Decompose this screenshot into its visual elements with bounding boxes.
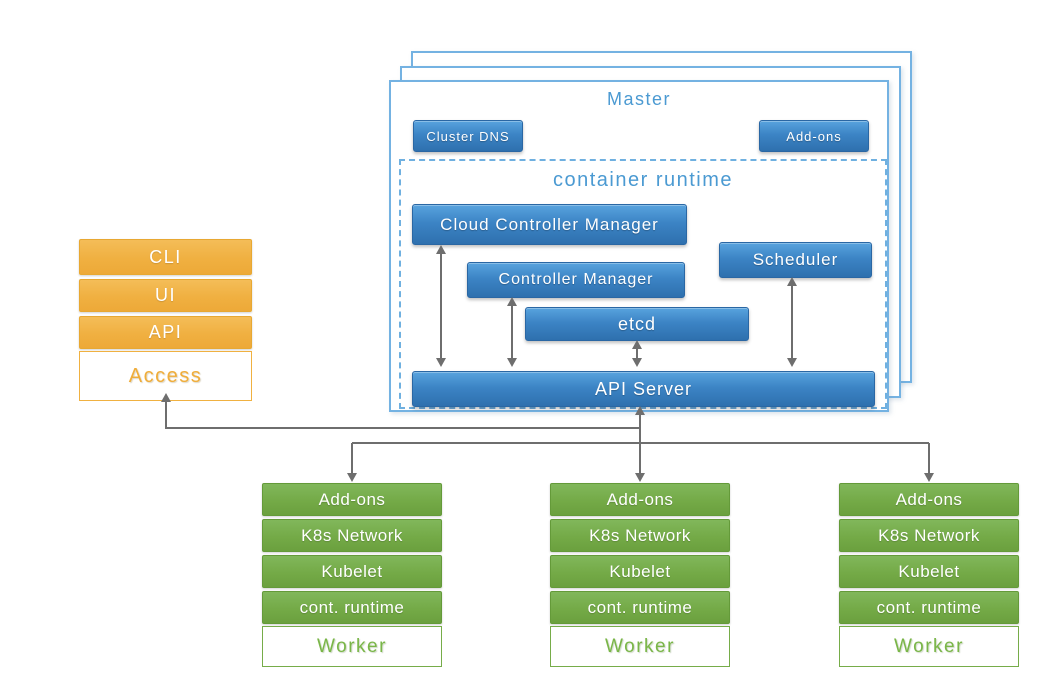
api-box: API — [79, 316, 252, 349]
worker-box: Worker — [550, 626, 730, 667]
container-runtime-panel: container runtime Cloud Controller Manag… — [399, 159, 887, 409]
worker-node-1: Add-ons K8s Network Kubelet cont. runtim… — [262, 483, 442, 667]
controller-manager-box: Controller Manager — [467, 262, 685, 298]
ui-box: UI — [79, 279, 252, 312]
worker-node-3: Add-ons K8s Network Kubelet cont. runtim… — [839, 483, 1019, 667]
access-stack: CLI UI API Access — [79, 239, 252, 401]
worker-row-kubelet: Kubelet — [839, 555, 1019, 588]
worker-row-k8s-network: K8s Network — [262, 519, 442, 552]
etcd-box: etcd — [525, 307, 749, 341]
line-apiserver-workers — [347, 442, 934, 482]
worker-row-k8s-network: K8s Network — [839, 519, 1019, 552]
worker-node-2: Add-ons K8s Network Kubelet cont. runtim… — [550, 483, 730, 667]
worker-row-cont-runtime: cont. runtime — [262, 591, 442, 624]
container-runtime-title: container runtime — [552, 169, 734, 191]
access-box: Access — [79, 351, 252, 401]
cluster-dns-box: Cluster DNS — [413, 120, 523, 152]
worker-row-cont-runtime: cont. runtime — [550, 591, 730, 624]
master-title: Master — [606, 89, 671, 109]
worker-box: Worker — [262, 626, 442, 667]
worker-row-addons: Add-ons — [839, 483, 1019, 516]
worker-row-cont-runtime: cont. runtime — [839, 591, 1019, 624]
worker-row-kubelet: Kubelet — [262, 555, 442, 588]
worker-box: Worker — [839, 626, 1019, 667]
scheduler-box: Scheduler — [719, 242, 872, 278]
worker-row-addons: Add-ons — [550, 483, 730, 516]
api-server-box: API Server — [412, 371, 875, 407]
worker-row-addons: Add-ons — [262, 483, 442, 516]
addons-box: Add-ons — [759, 120, 869, 152]
cloud-controller-manager-box: Cloud Controller Manager — [412, 204, 687, 245]
cli-box: CLI — [79, 239, 252, 275]
master-panel: Master Cluster DNS Add-ons container run… — [389, 80, 889, 412]
worker-row-kubelet: Kubelet — [550, 555, 730, 588]
worker-row-k8s-network: K8s Network — [550, 519, 730, 552]
